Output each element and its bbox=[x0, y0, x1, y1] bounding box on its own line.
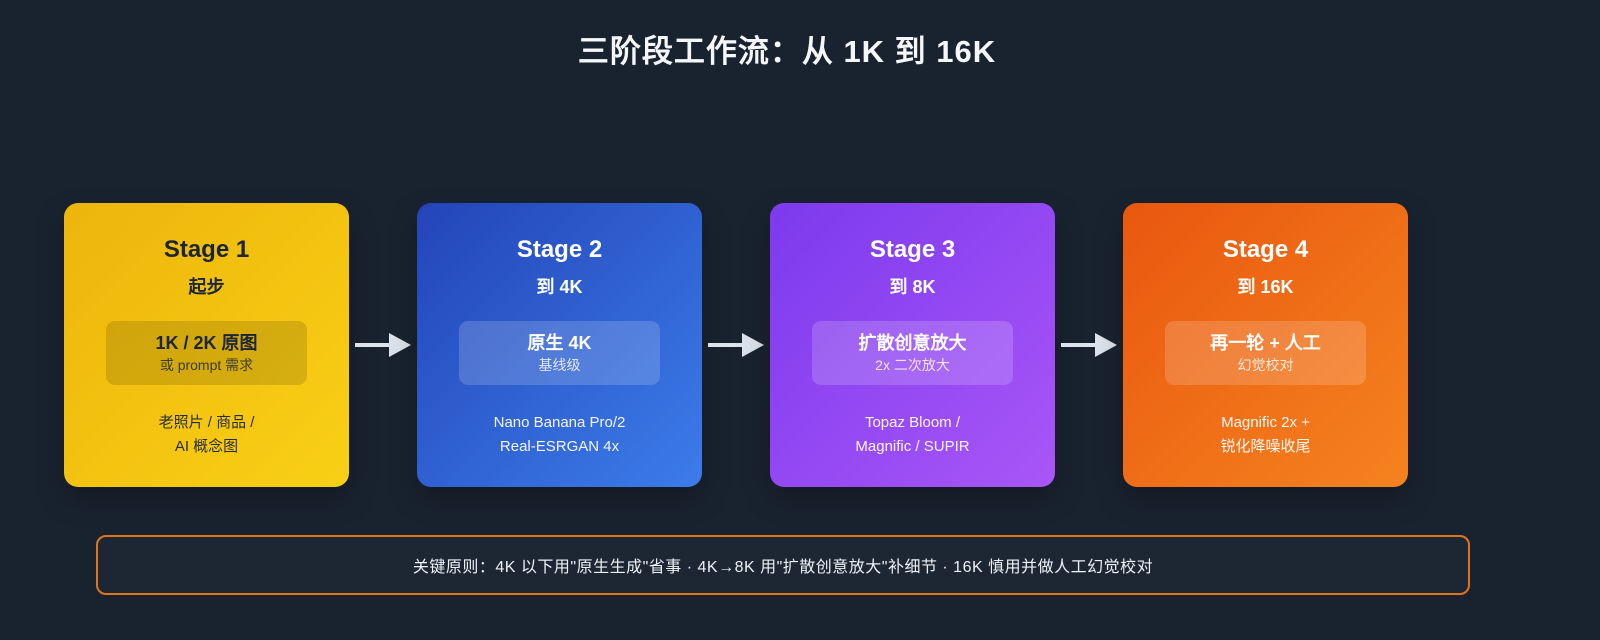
tools-line: 老照片 / 商品 / bbox=[158, 414, 255, 431]
stage-card-1: Stage 1 起步 1K / 2K 原图 或 prompt 需求 老照片 / … bbox=[64, 203, 349, 487]
arrow-cell bbox=[702, 203, 770, 487]
method-box: 1K / 2K 原图 或 prompt 需求 bbox=[106, 321, 307, 385]
stage-target: 到 4K bbox=[536, 277, 583, 297]
method-note: 基线级 bbox=[538, 357, 581, 373]
tools-line: Nano Banana Pro/2 bbox=[493, 414, 626, 431]
page-title: 三阶段工作流：从 1K 到 16K bbox=[577, 34, 997, 69]
tools-line: Magnific / SUPIR bbox=[855, 438, 970, 455]
workflow-row: Stage 1 起步 1K / 2K 原图 或 prompt 需求 老照片 / … bbox=[64, 203, 1408, 487]
method-title: 原生 4K bbox=[527, 333, 592, 353]
arrow-right-icon bbox=[708, 333, 764, 357]
stage-card-4: Stage 4 到 16K 再一轮 + 人工 幻觉校对 Magnific 2x … bbox=[1123, 203, 1408, 487]
tools-list: Topaz Bloom / Magnific / SUPIR bbox=[770, 411, 1055, 459]
stage-name: Stage 4 bbox=[1222, 236, 1309, 263]
arrow-right-icon bbox=[1061, 333, 1117, 357]
arrow-right-icon bbox=[355, 333, 411, 357]
stage-card-2: Stage 2 到 4K 原生 4K 基线级 Nano Banana Pro/2… bbox=[417, 203, 702, 487]
tools-list: Magnific 2x + 锐化降噪收尾 bbox=[1123, 411, 1408, 459]
tools-line: Real-ESRGAN 4x bbox=[499, 438, 620, 455]
stage-name: Stage 3 bbox=[869, 236, 956, 263]
method-box: 扩散创意放大 2x 二次放大 bbox=[812, 321, 1013, 385]
method-title: 再一轮 + 人工 bbox=[1210, 333, 1321, 353]
method-note: 2x 二次放大 bbox=[875, 357, 950, 373]
stage-card-3: Stage 3 到 8K 扩散创意放大 2x 二次放大 Topaz Bloom … bbox=[770, 203, 1055, 487]
method-note: 或 prompt 需求 bbox=[159, 357, 254, 373]
stage-name: Stage 1 bbox=[163, 236, 250, 263]
stage-name: Stage 2 bbox=[516, 236, 603, 263]
tools-line: Magnific 2x + bbox=[1221, 414, 1310, 431]
arrow-cell bbox=[349, 203, 417, 487]
stage-target: 到 8K bbox=[889, 277, 936, 297]
tools-line: 锐化降噪收尾 bbox=[1220, 438, 1311, 455]
tools-list: Nano Banana Pro/2 Real-ESRGAN 4x bbox=[417, 411, 702, 459]
method-title: 扩散创意放大 bbox=[858, 333, 967, 353]
principle-text: 关键原则：4K 以下用"原生生成"省事 · 4K→8K 用"扩散创意放大"补细节… bbox=[412, 559, 1154, 576]
stage-target: 起步 bbox=[188, 277, 225, 297]
stage-target: 到 16K bbox=[1237, 277, 1294, 297]
tools-line: Topaz Bloom / bbox=[864, 414, 961, 431]
method-title: 1K / 2K 原图 bbox=[155, 333, 258, 353]
method-box: 再一轮 + 人工 幻觉校对 bbox=[1165, 321, 1366, 385]
arrow-cell bbox=[1055, 203, 1123, 487]
method-box: 原生 4K 基线级 bbox=[459, 321, 660, 385]
tools-list: 老照片 / 商品 / AI 概念图 bbox=[64, 411, 349, 459]
method-note: 幻觉校对 bbox=[1237, 357, 1294, 373]
principle-box: 关键原则：4K 以下用"原生生成"省事 · 4K→8K 用"扩散创意放大"补细节… bbox=[96, 535, 1470, 595]
tools-line: AI 概念图 bbox=[174, 438, 239, 455]
